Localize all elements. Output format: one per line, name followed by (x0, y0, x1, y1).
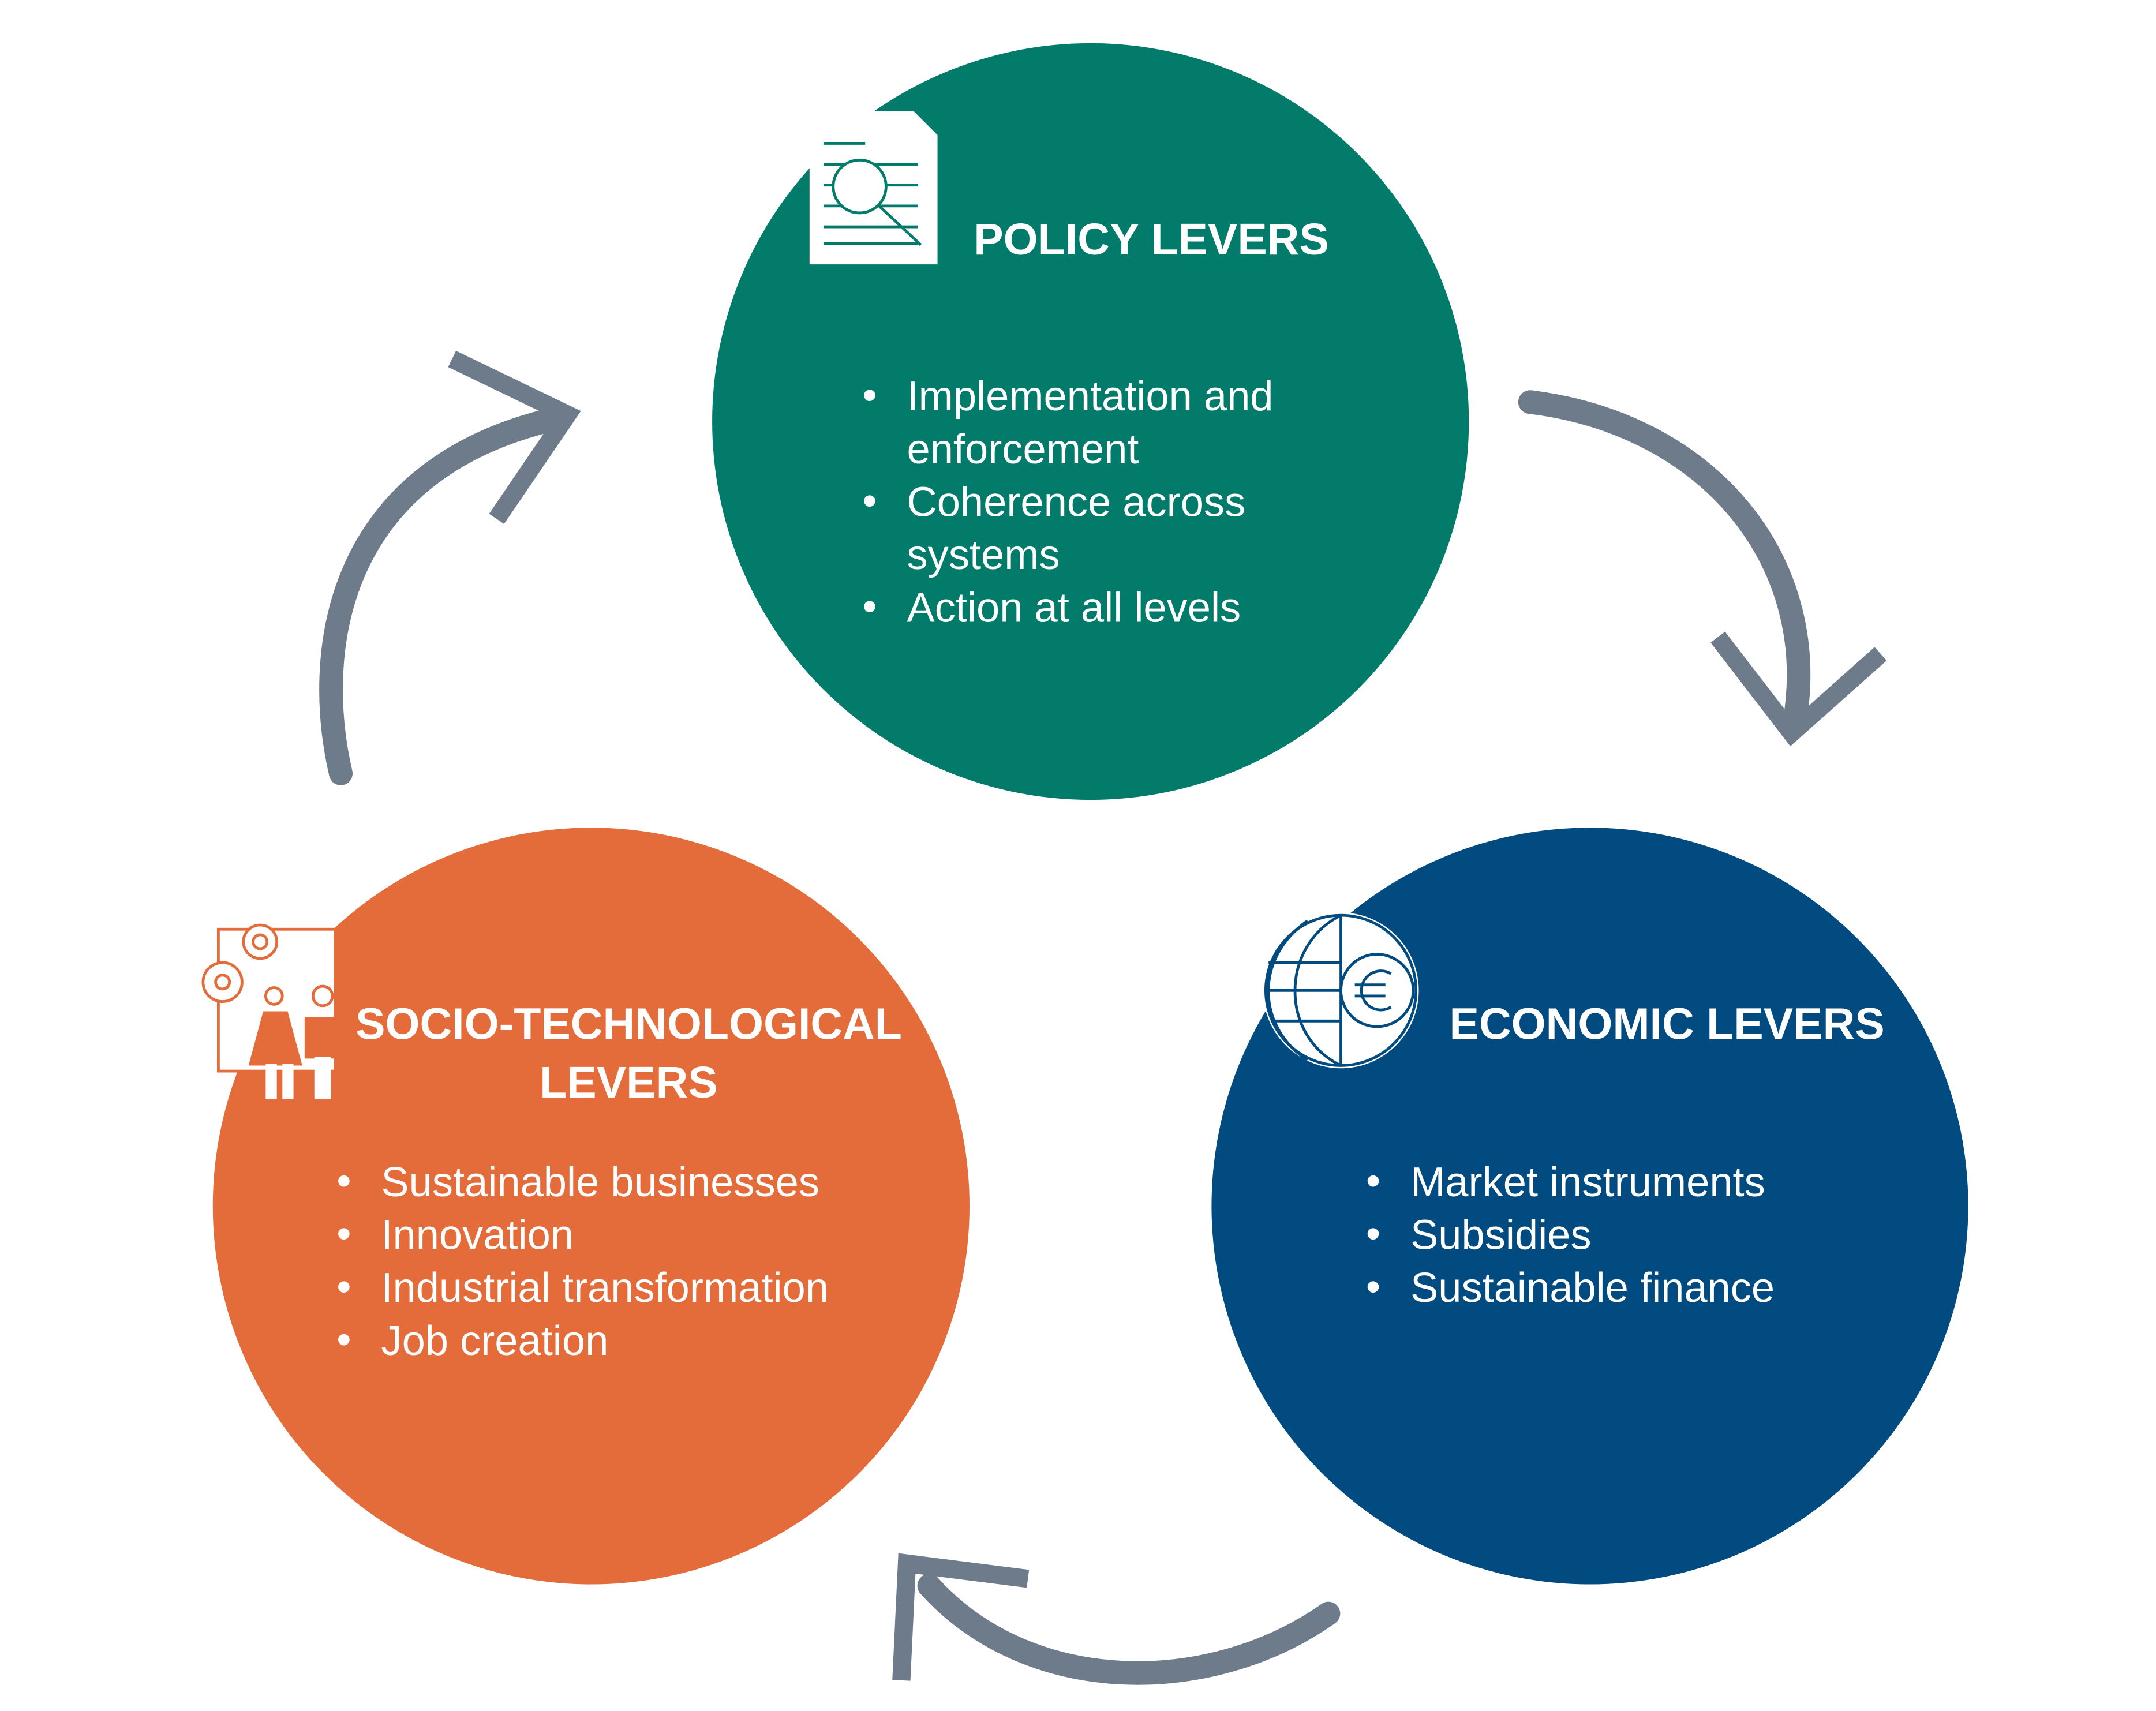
socio-levers-list: • Sustainable businesses • Innovation • … (336, 1158, 829, 1364)
economic-levers-title: ECONOMIC LEVERS (1450, 999, 1885, 1049)
svg-text:•: • (862, 478, 877, 524)
svg-text:•: • (1366, 1158, 1380, 1204)
svg-text:•: • (336, 1264, 351, 1310)
policy-levers-list: • Implementation and enforcement • Coher… (862, 372, 1273, 631)
list-item: Coherence across (907, 479, 1246, 525)
socio-technological-levers-node: SOCIO-TECHNOLOGICAL LEVERS • Sustainable… (201, 828, 970, 1585)
svg-text:•: • (862, 583, 877, 630)
svg-text:•: • (1366, 1211, 1380, 1257)
list-item: Sustainable finance (1410, 1265, 1775, 1311)
svg-text:•: • (1366, 1264, 1380, 1310)
socio-levers-title-line1: SOCIO-TECHNOLOGICAL (355, 999, 902, 1049)
document-search-icon (809, 111, 938, 265)
people-gears-icon (201, 923, 341, 1099)
list-item: Sustainable businesses (381, 1159, 819, 1205)
globe-euro-icon (1263, 912, 1419, 1069)
list-item: Subsidies (1410, 1212, 1591, 1259)
list-item: Market instruments (1410, 1159, 1765, 1205)
list-item: Industrial transformation (381, 1265, 829, 1311)
cycle-arrow-economic-to-socio (892, 1553, 1341, 1685)
economic-levers-node: ECONOMIC LEVERS • Market instruments • S… (1211, 828, 1968, 1585)
svg-text:•: • (862, 372, 877, 418)
list-item: Implementation and (907, 373, 1274, 420)
svg-text:•: • (336, 1211, 351, 1257)
list-item: Action at all levels (907, 585, 1241, 631)
list-item: enforcement (907, 426, 1139, 473)
cycle-arrow-socio-to-policy (319, 350, 581, 785)
svg-text:•: • (336, 1316, 351, 1362)
list-item: systems (907, 532, 1060, 578)
cycle-arrow-policy-to-economic (1518, 390, 1887, 747)
economic-levers-list: • Market instruments • Subsidies • Susta… (1366, 1158, 1775, 1312)
list-item: Job creation (381, 1318, 608, 1364)
svg-text:•: • (336, 1158, 351, 1204)
list-item: Innovation (381, 1212, 574, 1259)
policy-levers-title: POLICY LEVERS (974, 215, 1329, 264)
socio-levers-title-line2: LEVERS (540, 1058, 718, 1107)
policy-levers-node: POLICY LEVERS • Implementation and enfor… (712, 43, 1469, 800)
